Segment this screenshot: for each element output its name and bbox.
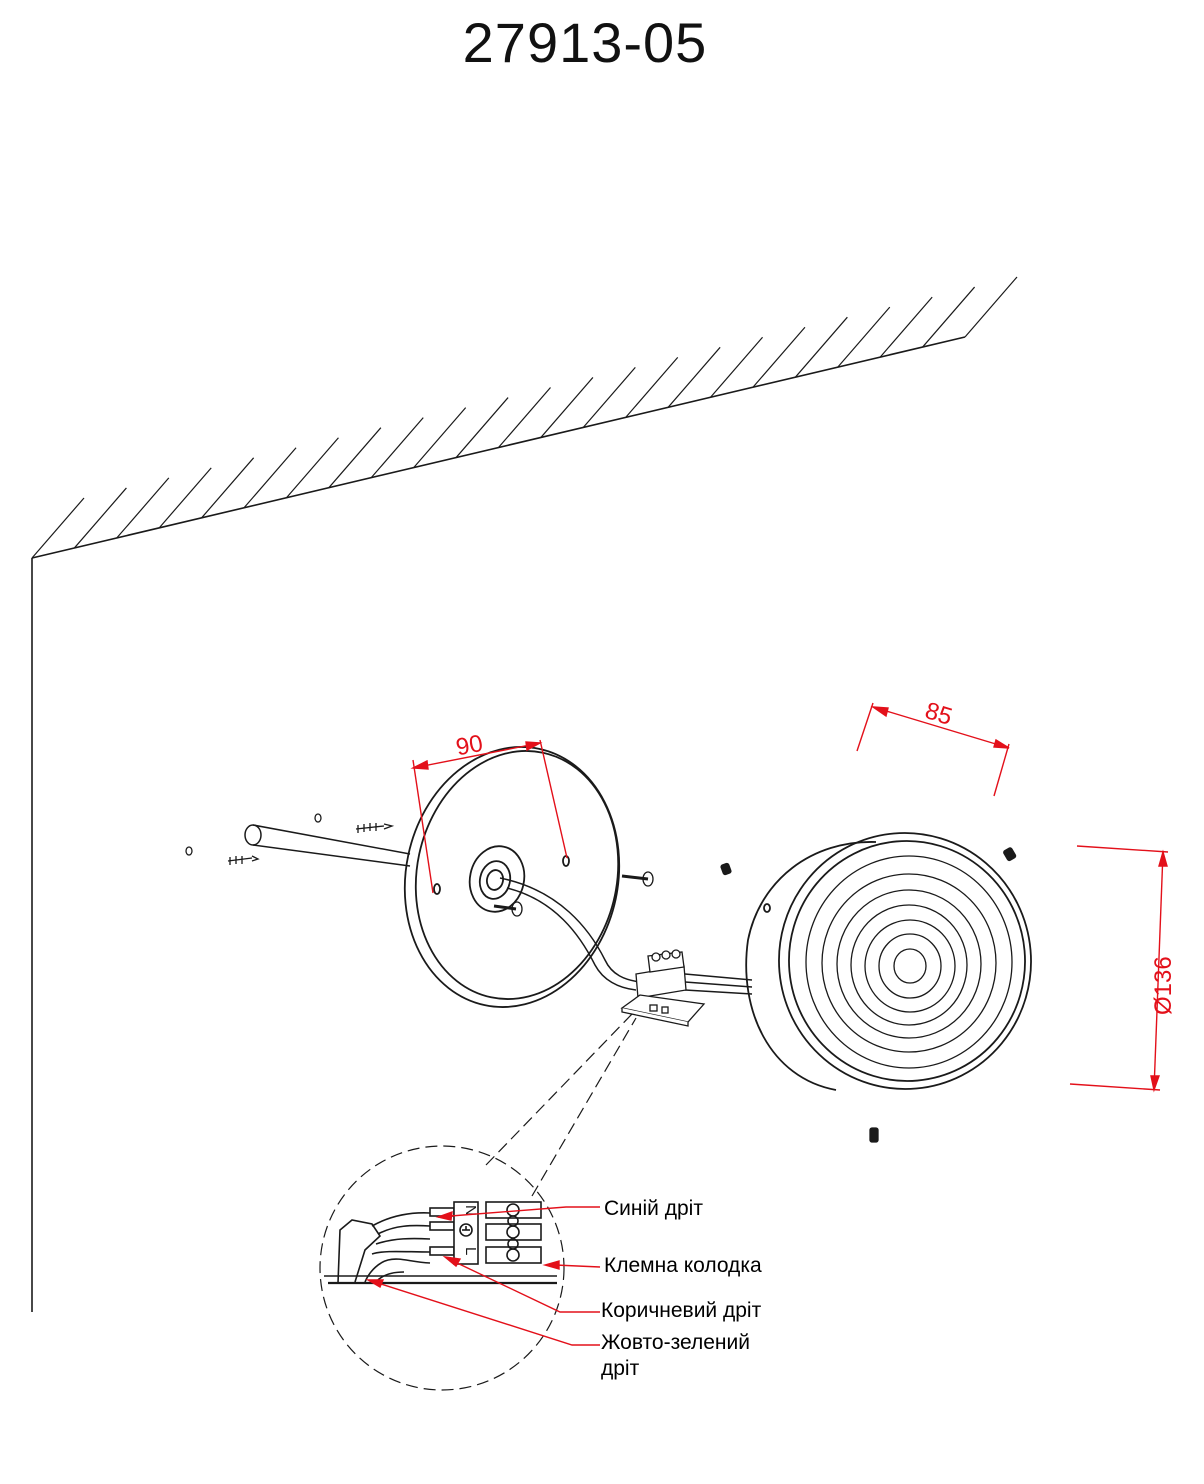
ceiling-hatch-line: [582, 367, 636, 428]
dimension-diameter: Ø136: [1150, 956, 1177, 1015]
ceiling-hatch-line: [328, 427, 382, 489]
internal-cable: [499, 877, 753, 995]
ceiling-hatch-line: [879, 296, 933, 358]
ceiling-hatch-line: [455, 397, 509, 458]
ceiling-hatch-line: [667, 346, 721, 408]
ceiling-hatch-line: [31, 497, 85, 559]
ceiling-hatch-line: [625, 356, 679, 418]
mounting-plate: [403, 746, 621, 1008]
dimension-85: 85: [922, 697, 955, 731]
label-ground-wire-line2: дріт: [601, 1357, 640, 1380]
ceiling-hatch-line: [116, 477, 170, 539]
ceiling-hatch-line: [752, 326, 806, 388]
cable-terminal-block: [635, 949, 687, 999]
ceiling-hatch-line: [794, 316, 848, 378]
label-ground-wire: Жовто-зелений дріт: [601, 1330, 750, 1382]
ceiling-hatch-line: [540, 377, 594, 438]
ceiling-wall: [31, 276, 1018, 1312]
driver-board: [620, 994, 706, 1027]
ceiling-hatch-line: [286, 437, 339, 499]
ceiling-hatch-line: [201, 457, 255, 519]
ceiling-hatch-line: [243, 447, 297, 509]
screws: [493, 847, 1017, 1143]
dimension-lines: [410, 702, 1169, 1093]
ceiling-hatch-line: [922, 286, 976, 348]
label-terminal-block: Клемна колодка: [604, 1254, 762, 1277]
ceiling-hatch-line: [73, 487, 127, 549]
ceiling-hatch-line: [964, 276, 1018, 338]
label-blue-wire: Синій дріт: [604, 1197, 703, 1220]
detail-callout: [319, 1013, 637, 1391]
ceiling-hatch-line: [710, 336, 763, 398]
drawing-title: 27913-05: [462, 11, 708, 74]
wall-anchors: [185, 813, 395, 865]
terminal-letter-l: L: [462, 1247, 479, 1255]
ceiling-hatch-line: [370, 417, 424, 479]
label-ground-wire-line1: Жовто-зелений: [601, 1331, 750, 1354]
label-brown-wire: Коричневий дріт: [601, 1299, 762, 1322]
ceiling-hatch-line: [158, 467, 212, 529]
ceiling-hatch-line: [413, 407, 467, 468]
ceiling-hatch-line: [498, 387, 551, 448]
supply-cable: [244, 824, 411, 867]
ceiling-hatch-line: [837, 306, 891, 368]
callout-leaders: [365, 1206, 601, 1346]
terminal-letter-n: N: [462, 1205, 479, 1216]
lamp-body: [745, 832, 1032, 1091]
detail-wiring: [324, 1201, 557, 1285]
dimension-90: 90: [454, 730, 485, 762]
